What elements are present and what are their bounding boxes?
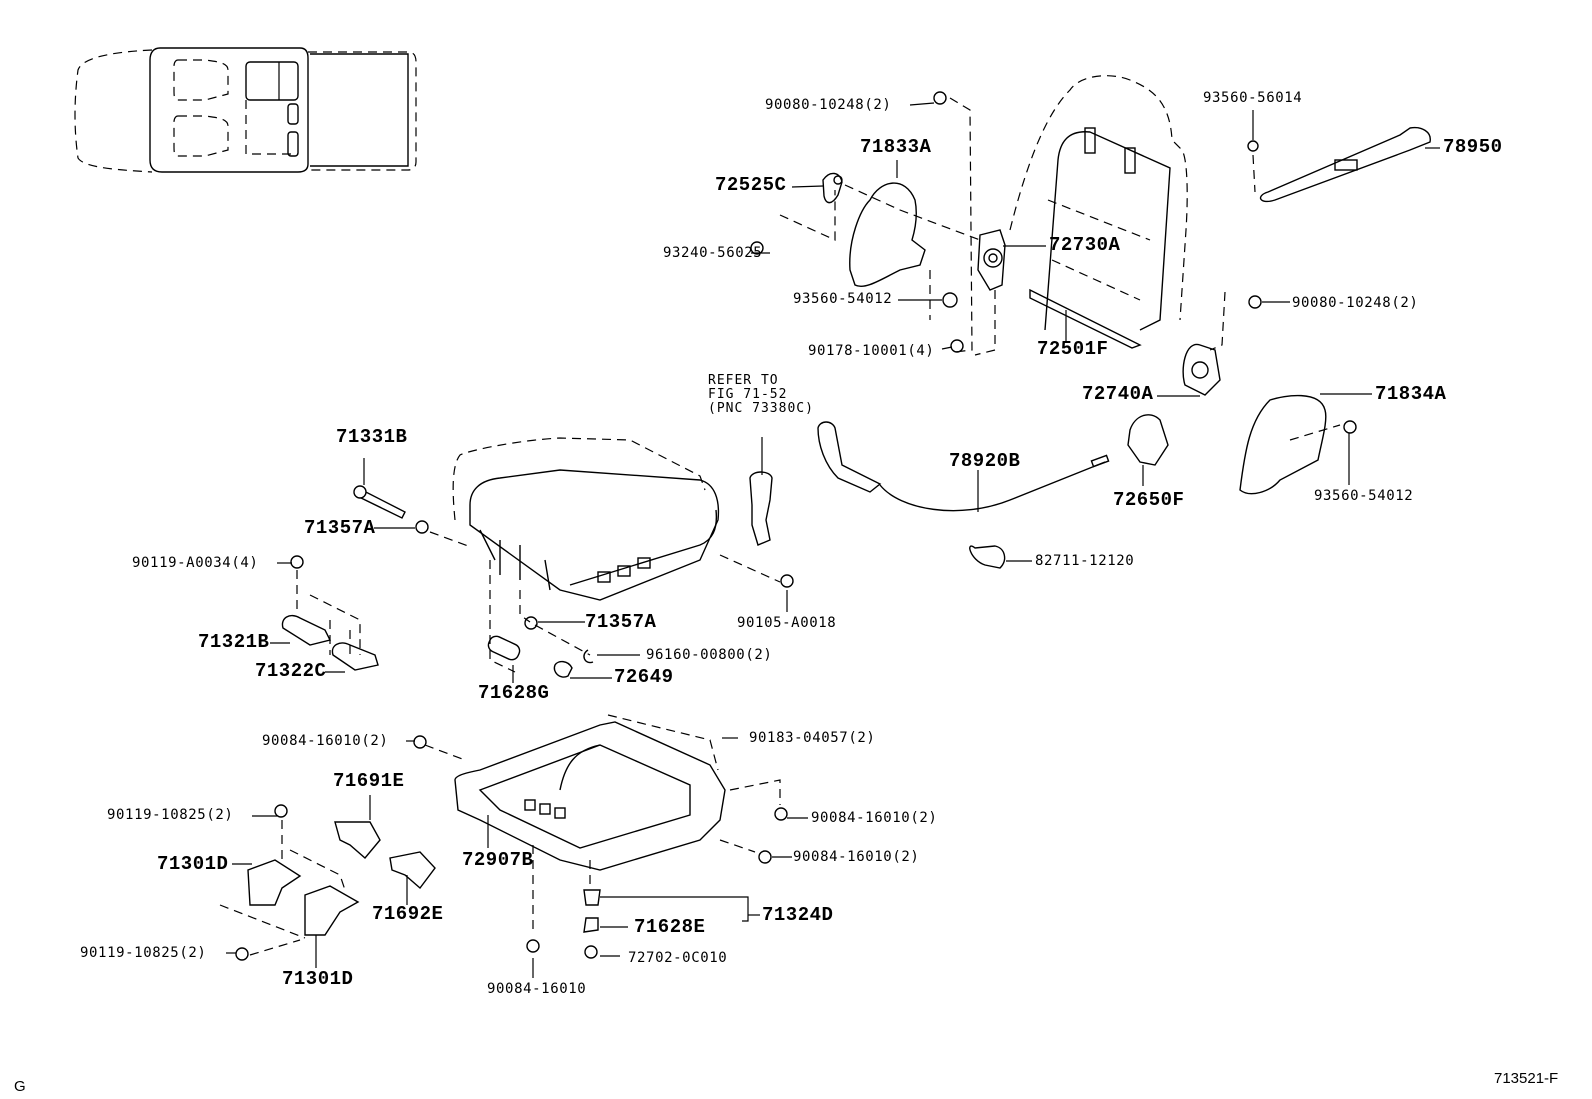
- recliner-72650F: [1127, 414, 1169, 466]
- part-label[interactable]: 71834A: [1375, 383, 1447, 405]
- recliner-hinge-72730A: [977, 229, 1006, 291]
- recliner-cover-71834A: [1239, 394, 1341, 495]
- lower-brackets: [219, 820, 436, 956]
- part-label[interactable]: 72649: [614, 666, 674, 688]
- part-label[interactable]: 93560-54012: [1314, 488, 1414, 504]
- release-cable-78920B: [817, 421, 1110, 512]
- vehicle-locator-icon: [74, 47, 417, 173]
- part-label[interactable]: 72730A: [1049, 234, 1121, 256]
- part-label[interactable]: 71301D: [157, 853, 229, 875]
- part-label[interactable]: 90119-A0034(4): [132, 555, 259, 571]
- seat-cushion: [452, 437, 720, 601]
- part-label[interactable]: 90183-04057(2): [749, 730, 876, 746]
- seatbelt-buckle: [749, 437, 773, 546]
- part-label[interactable]: 82711-12120: [1035, 553, 1135, 569]
- reference-note: REFER TO FIG 71-52 (PNC 73380C): [708, 374, 814, 416]
- corner-mark: G: [14, 1078, 26, 1095]
- bolt-icons: [235, 91, 1357, 961]
- part-label[interactable]: 90084-16010(2): [811, 810, 938, 826]
- bolt-71331B: [353, 485, 406, 519]
- part-label[interactable]: 90080-10248(2): [765, 97, 892, 113]
- part-label[interactable]: 72525C: [715, 174, 787, 196]
- recliner-cover-71833A: [822, 172, 926, 287]
- figure-code: 713521-F: [1494, 1070, 1559, 1087]
- part-label[interactable]: 72702-0C010: [628, 950, 728, 966]
- part-label[interactable]: 90119-10825(2): [107, 807, 234, 823]
- part-label[interactable]: 71301D: [282, 968, 354, 990]
- seat-pan-72907B: [454, 721, 726, 871]
- part-label[interactable]: 90084-16010: [487, 981, 587, 997]
- part-label[interactable]: 90084-16010(2): [262, 733, 389, 749]
- part-label[interactable]: 93560-56014: [1203, 90, 1303, 106]
- part-label[interactable]: 71322C: [255, 660, 327, 682]
- part-label[interactable]: 90178-10001(4): [808, 343, 935, 359]
- part-label[interactable]: 78950: [1443, 136, 1503, 158]
- part-label[interactable]: 71691E: [333, 770, 405, 792]
- note-line: (PNC 73380C): [708, 401, 814, 416]
- part-label[interactable]: 71324D: [762, 904, 834, 926]
- part-label[interactable]: 71331B: [336, 426, 408, 448]
- part-label[interactable]: 71357A: [304, 517, 376, 539]
- part-label[interactable]: 93560-54012: [793, 291, 893, 307]
- hinge-brackets-71321B-71322C: [281, 570, 379, 671]
- part-label[interactable]: 72740A: [1082, 383, 1154, 405]
- part-label[interactable]: 71628G: [478, 682, 550, 704]
- part-label[interactable]: 90084-16010(2): [793, 849, 920, 865]
- part-label[interactable]: 90105-A0018: [737, 615, 837, 631]
- part-label[interactable]: 71628E: [634, 916, 706, 938]
- part-label[interactable]: 72650F: [1113, 489, 1185, 511]
- recliner-72740A: [1182, 343, 1221, 396]
- part-label[interactable]: 71833A: [860, 136, 932, 158]
- note-line: REFER TO: [708, 373, 779, 388]
- part-label[interactable]: 78920B: [949, 450, 1021, 472]
- part-label[interactable]: 90119-10825(2): [80, 945, 207, 961]
- part-label[interactable]: 93240-56025: [663, 245, 763, 261]
- small-parts-center: [487, 635, 594, 678]
- wire-clip-82711: [969, 545, 1006, 569]
- seat-back-frame: [1009, 75, 1188, 349]
- part-label[interactable]: 71321B: [198, 631, 270, 653]
- part-label[interactable]: 90080-10248(2): [1292, 295, 1419, 311]
- part-label[interactable]: 71357A: [585, 611, 657, 633]
- part-label[interactable]: 96160-00800(2): [646, 647, 773, 663]
- stopper-parts: [583, 889, 601, 933]
- part-label[interactable]: 72501F: [1037, 338, 1109, 360]
- part-label[interactable]: 72907B: [462, 849, 534, 871]
- leader-lines: [226, 102, 1440, 978]
- slide-bar-78950: [1259, 126, 1431, 203]
- part-label[interactable]: 71692E: [372, 903, 444, 925]
- note-line: FIG 71-52: [708, 387, 788, 402]
